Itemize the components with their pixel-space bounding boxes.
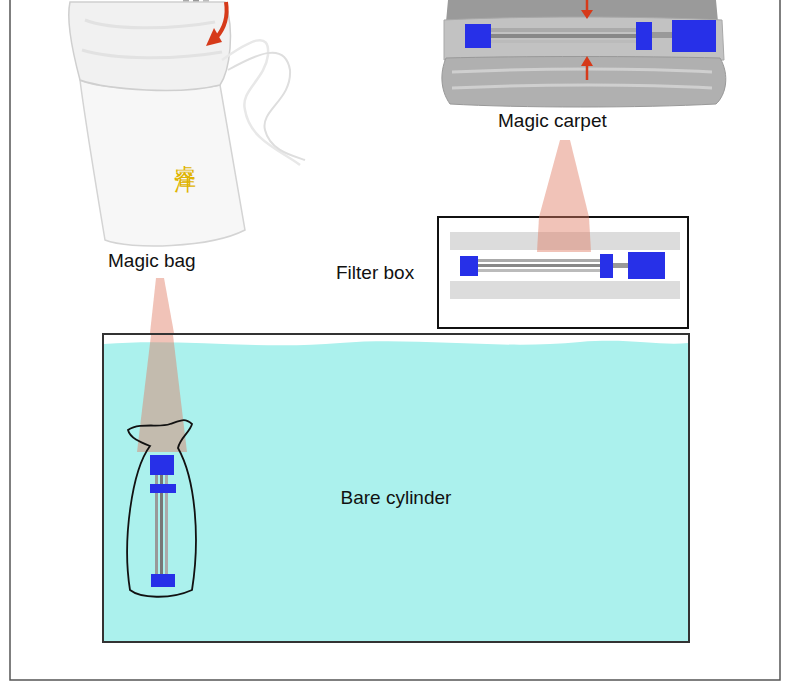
projection-beam [539,140,589,217]
filter-box-illustration [438,217,688,328]
illustration-node: 睿洋 Magic bag [60,0,310,278]
node-label: Magic bag [108,250,196,272]
outer-frame [10,0,780,680]
node-label: Filter box [336,262,414,284]
projection-beam [150,278,174,333]
bag-print: 睿洋 [170,148,200,160]
carpet-illustration [442,0,726,107]
beam-extension [537,217,591,252]
node-label: Magic carpet [498,110,607,132]
cylinder-box: Bare cylinder [102,333,690,643]
illustration-node: Filter box [330,217,690,330]
node-label: Bare cylinder [341,487,452,509]
bag-illustration [69,0,305,246]
illustration-node: Magic carpet [440,0,725,140]
